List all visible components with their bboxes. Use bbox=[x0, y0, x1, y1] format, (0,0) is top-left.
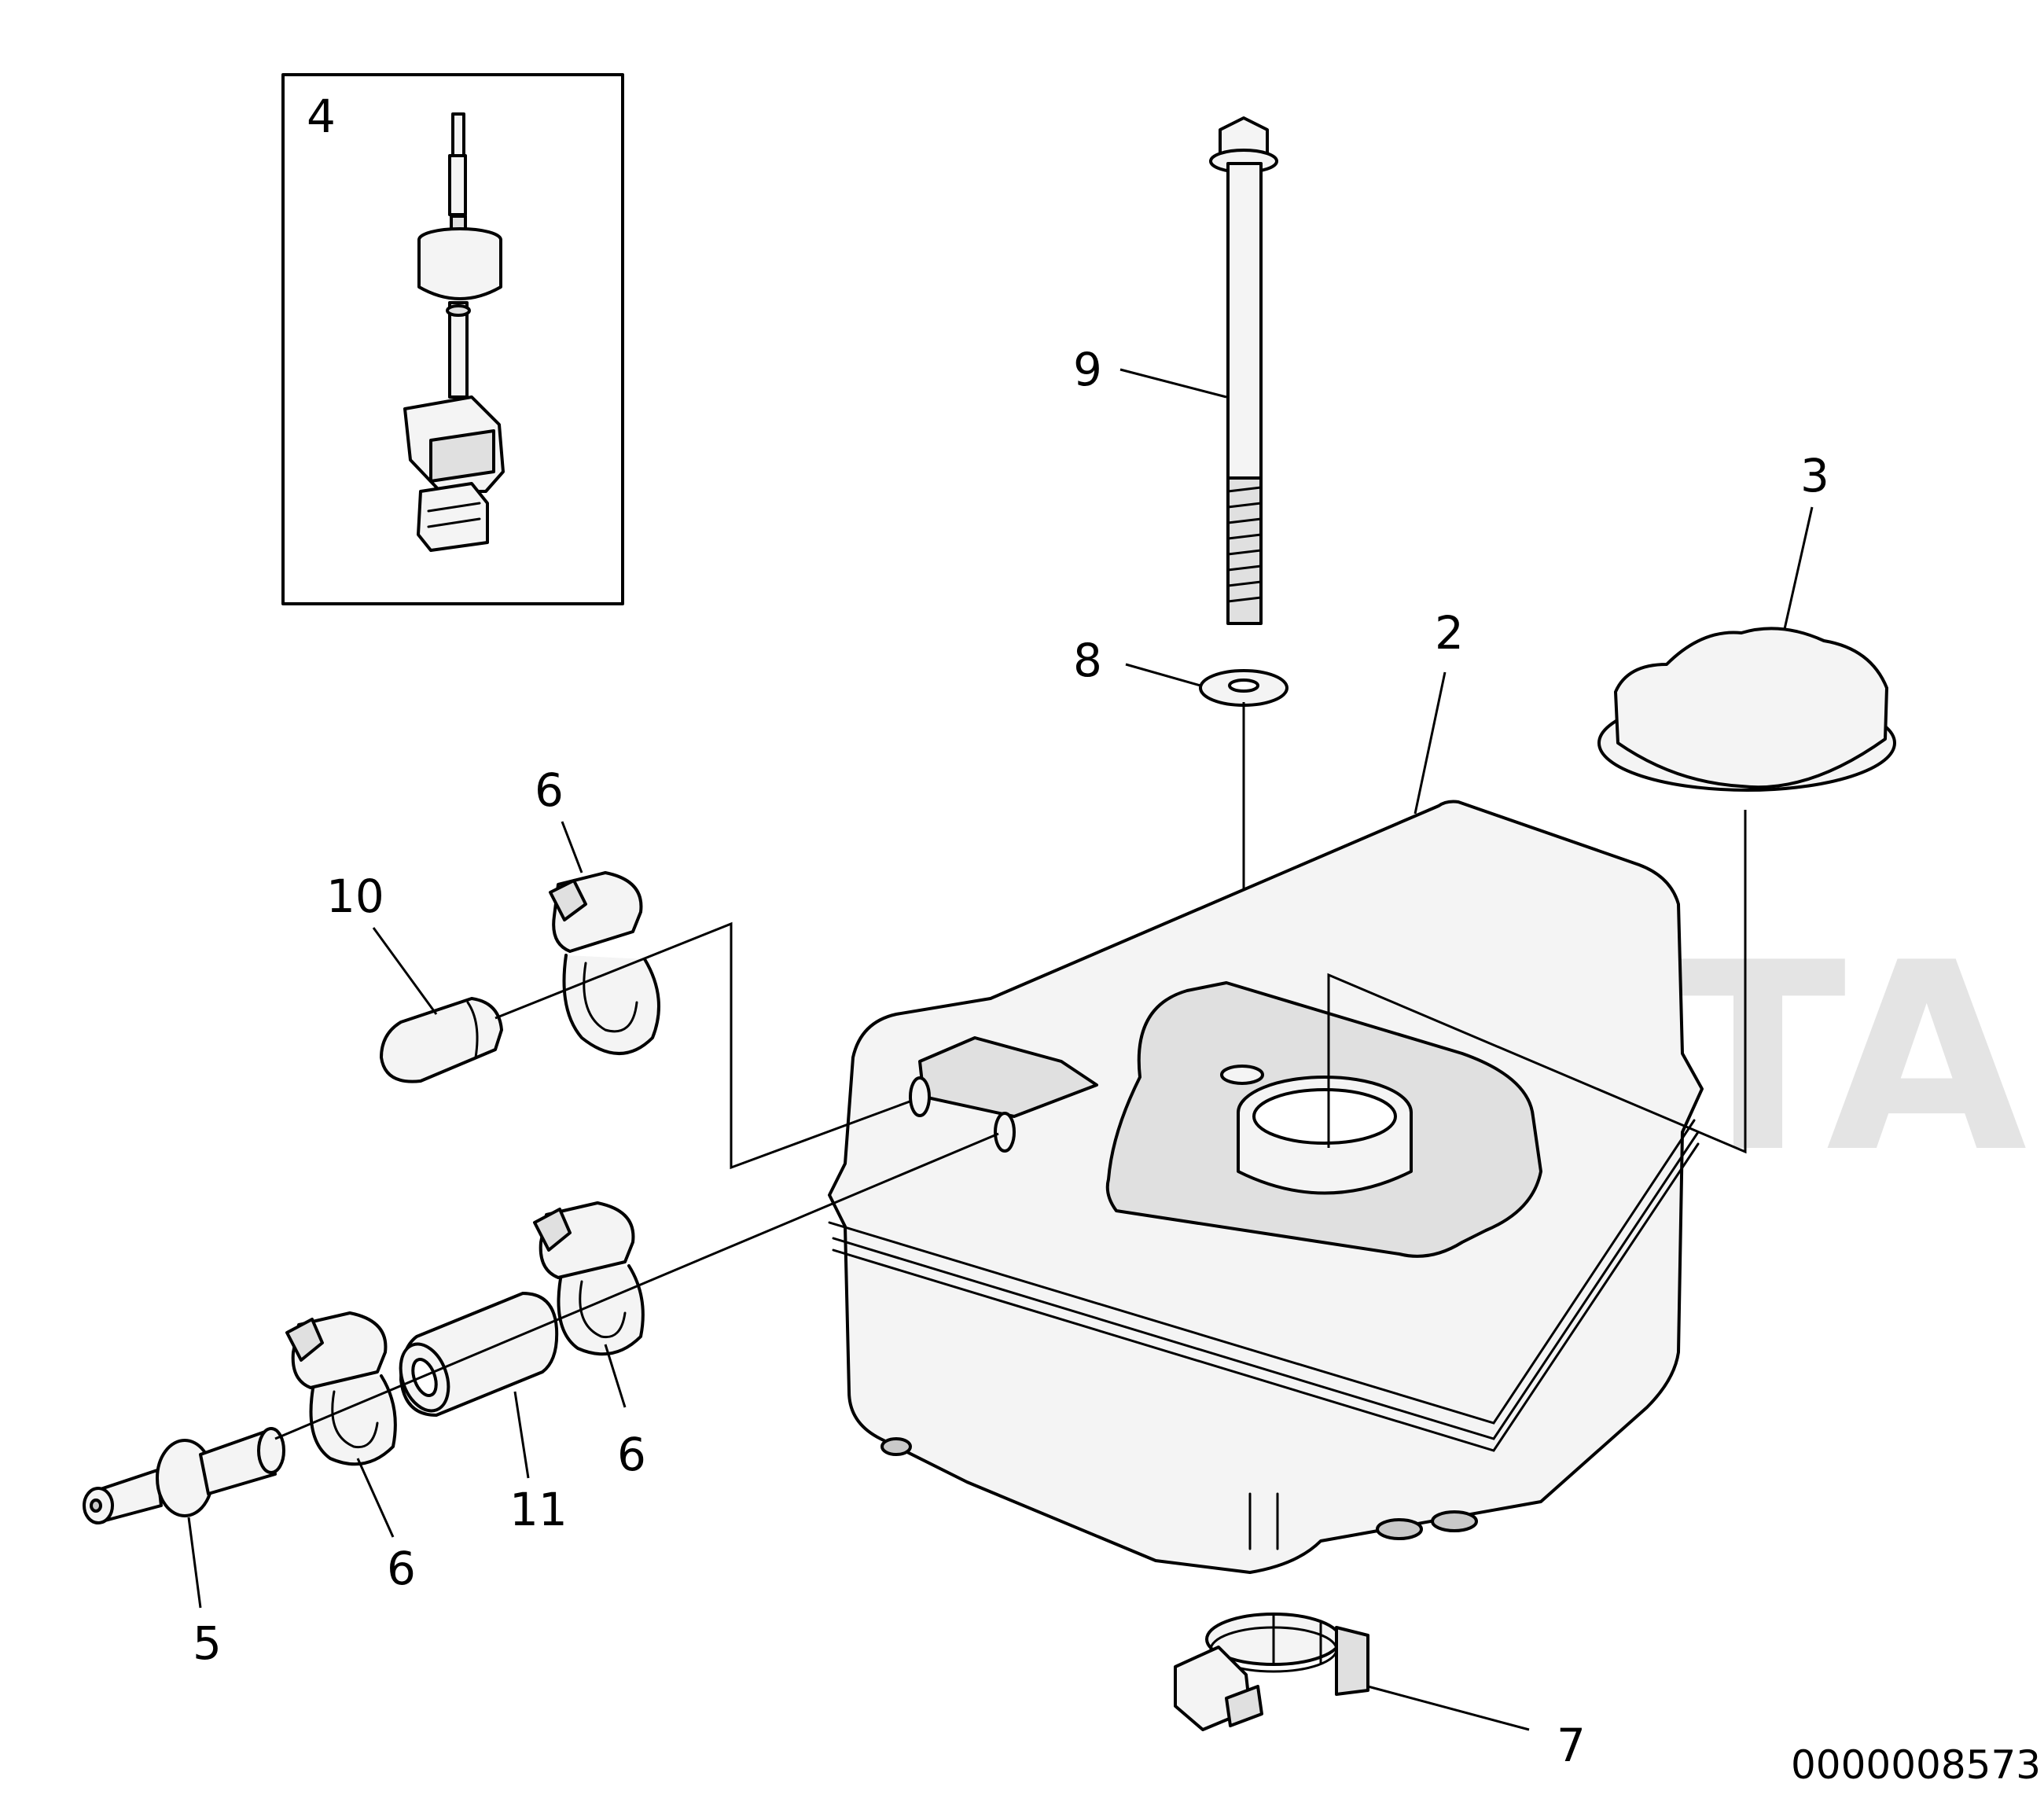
callout-9: 9 bbox=[1073, 343, 1102, 396]
level-sensor-part-4 bbox=[403, 112, 505, 552]
leader-lines bbox=[187, 368, 1814, 1731]
hose-clamp-top-part-6 bbox=[549, 871, 660, 1055]
callout-4: 4 bbox=[307, 90, 336, 143]
hose-clamp-middle-part-6 bbox=[533, 1201, 645, 1356]
callout-5: 5 bbox=[193, 1616, 222, 1670]
hose-clamp-low-part-6 bbox=[285, 1311, 397, 1466]
nipple-part-5 bbox=[83, 1427, 285, 1524]
bolt-part-9 bbox=[1209, 116, 1278, 625]
inset-box bbox=[281, 73, 624, 605]
callout-3: 3 bbox=[1800, 449, 1829, 502]
plug-part-10 bbox=[380, 997, 503, 1083]
callout-10: 10 bbox=[326, 870, 384, 923]
hose-clamp-part-7 bbox=[1174, 1613, 1369, 1731]
callout-6-low: 6 bbox=[387, 1542, 416, 1595]
document-number: 0000008573 bbox=[1791, 1742, 2041, 1788]
callout-2: 2 bbox=[1435, 606, 1464, 660]
callout-6-mid: 6 bbox=[617, 1428, 646, 1481]
callout-7: 7 bbox=[1557, 1719, 1586, 1772]
callout-8: 8 bbox=[1073, 634, 1102, 687]
filler-cap-part-3 bbox=[1597, 627, 1896, 792]
washer-part-8 bbox=[1199, 669, 1289, 707]
hose-part-11 bbox=[399, 1292, 559, 1417]
callout-6-top: 6 bbox=[535, 763, 564, 817]
callout-11: 11 bbox=[509, 1483, 568, 1536]
expansion-tank-part-2 bbox=[828, 800, 1704, 1574]
